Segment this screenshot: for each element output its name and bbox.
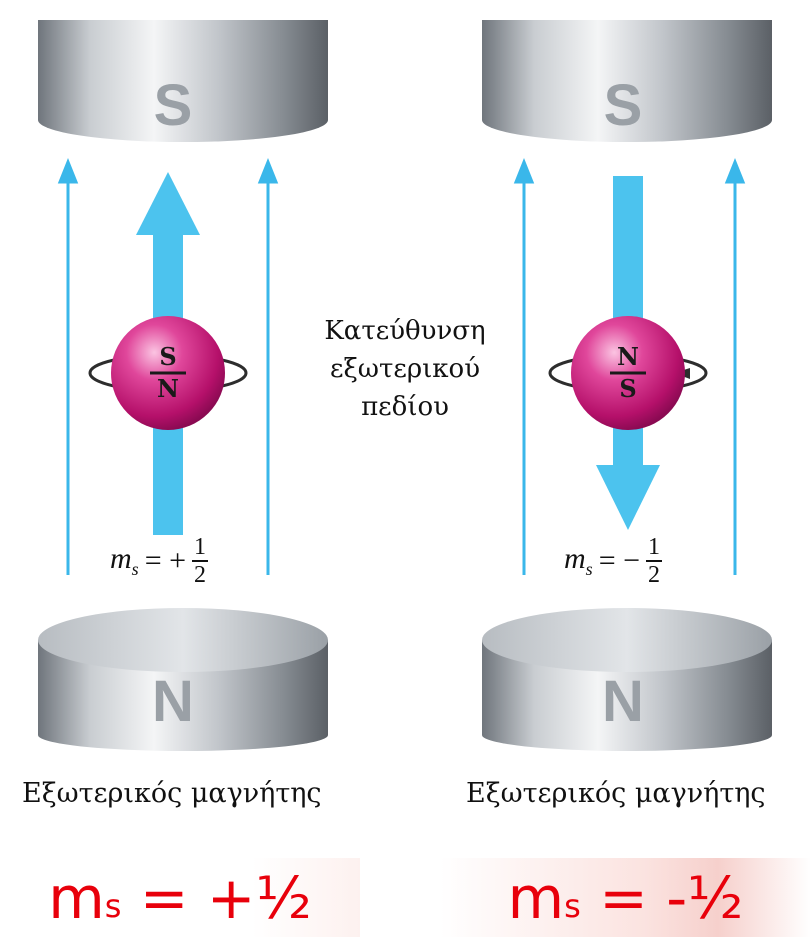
bottom-pole-label-right: N [602,669,644,734]
field-caption-line-1: Κατεύθυνση [324,316,486,346]
ms-sign-left: = + [144,544,187,577]
sphere-top-label-left: S [159,342,177,371]
field-caption-line-3: πεδίου [361,392,449,422]
magnet-caption-right: Εξωτερικός μαγνήτης [466,778,766,809]
sphere-bottom-label-left: N [157,374,179,403]
sphere-bottom-label-right: S [619,374,637,403]
top-magnet-left [38,20,328,142]
ms-symbol-left: ms [110,542,139,579]
top-magnet-right [482,20,772,142]
sphere-top-label-right: N [617,342,639,371]
left-panel [38,20,328,751]
field-lines-left [57,157,279,575]
field-caption-line-2: εξωτερικού [329,354,481,384]
field-direction-caption: Κατεύθυνση εξωτερικού πεδίου [285,312,525,426]
right-panel [482,20,772,751]
field-lines-right [513,157,746,575]
bottom-pole-label-left: N [152,669,194,734]
bottom-magnet-right [482,608,772,751]
ms-sign-right: = − [598,544,641,577]
bottom-magnet-left [38,608,328,751]
ms-symbol-right: ms [564,542,593,579]
top-pole-label-right: S [603,73,643,138]
top-pole-label-left: S [153,73,193,138]
magnet-caption-left: Εξωτερικός μαγνήτης [22,778,322,809]
